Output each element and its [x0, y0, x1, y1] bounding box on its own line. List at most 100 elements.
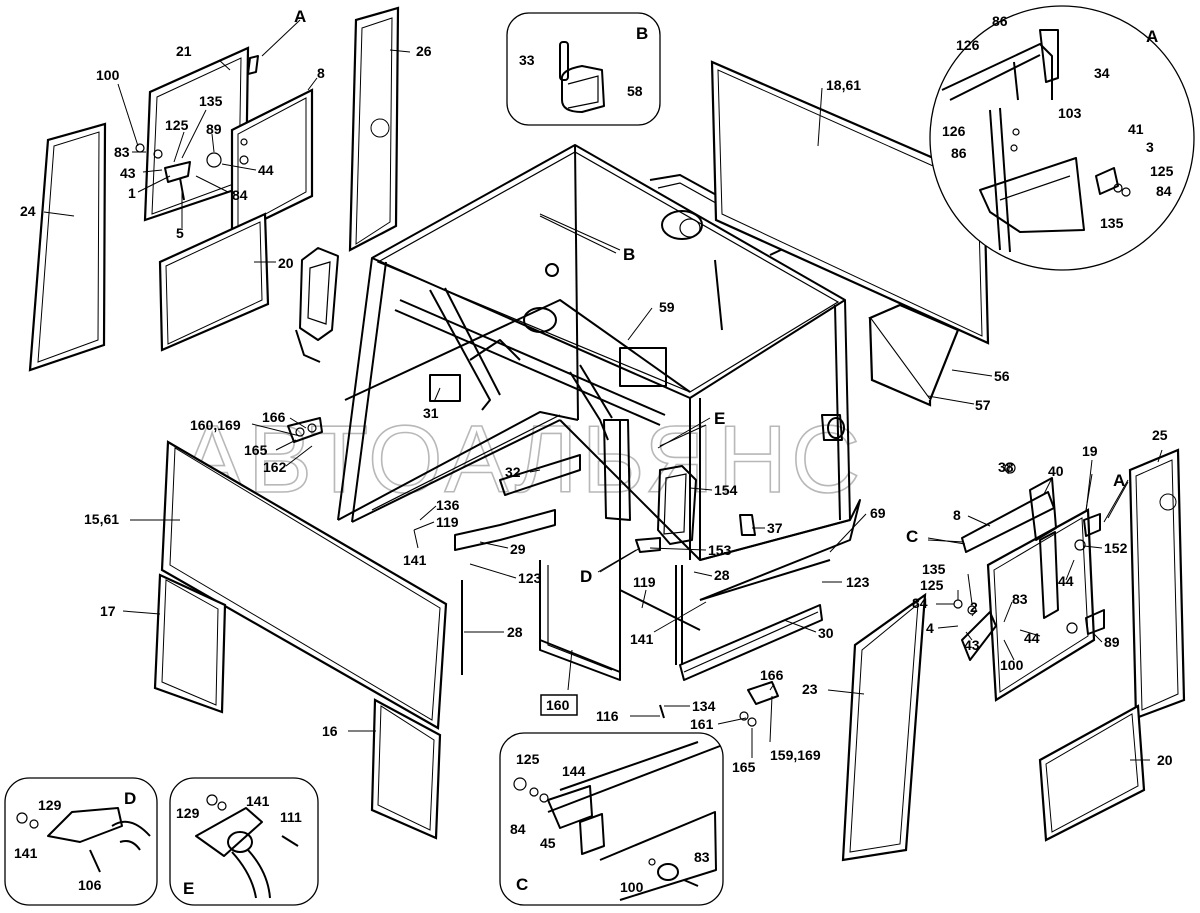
detail-letter-a-inset: A [1146, 27, 1158, 46]
callout-21: 21 [176, 43, 192, 59]
detail-letter-b-arrow: B [623, 245, 635, 264]
callout-159-169: 159,169 [770, 747, 821, 763]
detail-letter-a-right: A [1113, 471, 1125, 490]
callout-28-b: 28 [507, 624, 523, 640]
callout-136: 136 [436, 497, 460, 513]
callout-125-b: 125 [920, 577, 944, 593]
callout-100-b: 100 [1000, 657, 1024, 673]
detail-letter-d-arrow: D [580, 567, 592, 586]
detail-letter-e-arrow: E [714, 409, 725, 428]
callout-28: 28 [714, 567, 730, 583]
callout-59: 59 [659, 299, 675, 315]
detail-letter-a-top: A [294, 7, 306, 26]
callout-inset-c-144: 144 [562, 763, 586, 779]
glass-panels [28, 6, 1186, 862]
callout-135: 135 [199, 93, 223, 109]
callout-labels: 21 26 8 100 135 125 89 83 43 44 1 84 5 2… [14, 13, 1174, 895]
callout-26: 26 [416, 43, 432, 59]
callout-inset-a-3: 3 [1146, 139, 1154, 155]
callout-2: 2 [970, 599, 978, 615]
callout-30: 30 [818, 625, 834, 641]
callout-119: 119 [436, 514, 459, 530]
callout-125: 125 [165, 117, 189, 133]
callout-16: 16 [322, 723, 338, 739]
callout-134: 134 [692, 698, 716, 714]
callout-44: 44 [258, 162, 274, 178]
sill-parts [454, 454, 823, 681]
callout-83: 83 [114, 144, 130, 160]
hardware [135, 55, 1105, 727]
callout-43-b: 43 [964, 637, 980, 653]
callout-116: 116 [596, 708, 619, 724]
callout-153: 153 [708, 542, 732, 558]
callout-inset-c-83: 83 [694, 849, 710, 865]
callout-162: 162 [263, 459, 287, 475]
callout-56: 56 [994, 368, 1010, 384]
callout-20: 20 [278, 255, 294, 271]
callout-154: 154 [714, 482, 738, 498]
callout-33: 33 [519, 52, 535, 68]
callout-8-b: 8 [953, 507, 961, 523]
callout-inset-d-141: 141 [14, 845, 38, 861]
callout-19: 19 [1082, 443, 1098, 459]
callout-83-b: 83 [1012, 591, 1028, 607]
callout-37: 37 [767, 520, 783, 536]
inset-a [929, 5, 1195, 271]
callout-84-b: 84 [912, 595, 928, 611]
callout-15-61: 15,61 [84, 511, 119, 527]
detail-letters: A A A B B C C D D E E [124, 7, 1158, 898]
callout-31: 31 [423, 405, 439, 421]
inset-b [506, 12, 661, 126]
callout-inset-a-86: 86 [992, 13, 1008, 29]
callout-inset-a-86-b: 86 [951, 145, 967, 161]
callout-inset-a-41: 41 [1128, 121, 1144, 137]
callout-69: 69 [870, 505, 886, 521]
callout-84: 84 [232, 187, 248, 203]
callout-152: 152 [1104, 540, 1128, 556]
callout-123: 123 [518, 570, 542, 586]
callout-inset-e-141: 141 [246, 793, 270, 809]
callout-inset-a-126-b: 126 [942, 123, 966, 139]
inset-e [169, 777, 319, 906]
callout-inset-c-84: 84 [510, 821, 526, 837]
callout-40: 40 [1048, 463, 1064, 479]
callout-89-b: 89 [1104, 634, 1120, 650]
callout-165-b: 165 [732, 759, 756, 775]
detail-letter-b-inset: B [636, 24, 648, 43]
callout-160-169: 160,169 [190, 417, 241, 433]
callout-inset-a-125: 125 [1150, 163, 1174, 179]
callout-inset-a-135: 135 [1100, 215, 1124, 231]
callout-4: 4 [926, 620, 934, 636]
callout-18-61: 18,61 [826, 77, 861, 93]
callout-123-b: 123 [846, 574, 870, 590]
callout-23: 23 [802, 681, 818, 697]
callout-24: 24 [20, 203, 36, 219]
callout-inset-c-45: 45 [540, 835, 556, 851]
detail-arrows [261, 19, 1129, 573]
callout-160: 160 [546, 697, 570, 713]
callout-inset-c-125: 125 [516, 751, 540, 767]
callout-100: 100 [96, 67, 120, 83]
callout-1: 1 [128, 185, 136, 201]
callout-inset-a-34: 34 [1094, 65, 1110, 81]
callout-166-b: 166 [760, 667, 784, 683]
callout-141: 141 [403, 552, 427, 568]
callout-25: 25 [1152, 427, 1168, 443]
callout-166: 166 [262, 409, 286, 425]
callout-inset-e-129: 129 [176, 805, 200, 821]
callout-inset-d-129: 129 [38, 797, 62, 813]
boxed-label-frame [540, 694, 578, 716]
inset-d [4, 777, 158, 906]
detail-letter-c-arrow: C [906, 527, 918, 546]
callout-29: 29 [510, 541, 526, 557]
callout-17: 17 [100, 603, 116, 619]
callout-44-b: 44 [1058, 573, 1074, 589]
callout-43: 43 [120, 165, 136, 181]
callout-161: 161 [690, 716, 714, 732]
callout-inset-a-103: 103 [1058, 105, 1082, 121]
callout-8: 8 [317, 65, 325, 81]
callout-inset-a-84: 84 [1156, 183, 1172, 199]
callout-119-b: 119 [633, 574, 656, 590]
callout-44-c: 44 [1024, 630, 1040, 646]
